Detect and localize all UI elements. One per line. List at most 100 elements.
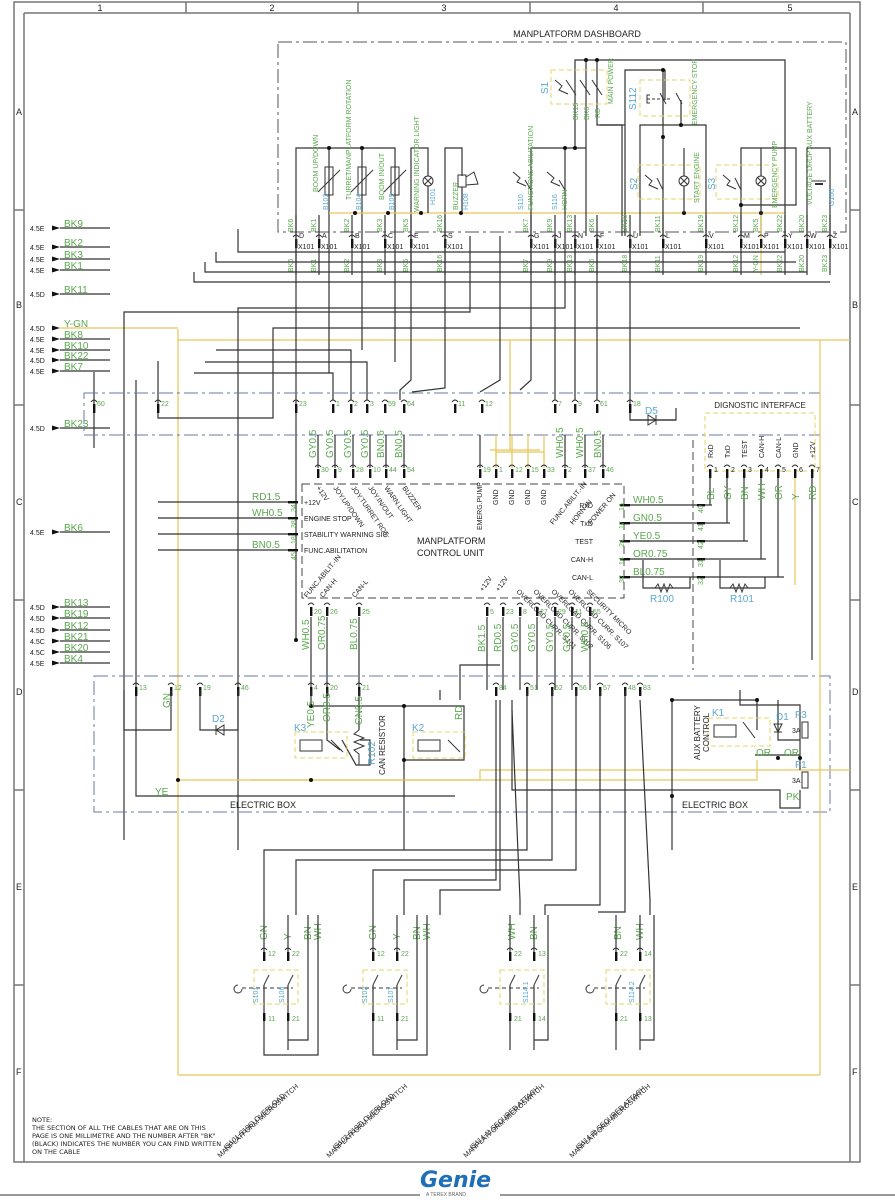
wire-name: BK13 [64,598,89,609]
junction-pin-number: 7 [558,401,562,408]
wire-spec: BK1.5 [477,624,488,652]
wire-label-bottom: BK23 [822,255,829,272]
wire-name: BK19 [64,609,89,620]
connector-pin [315,234,323,248]
wire-name: BK9 [64,219,83,230]
connector-pin [826,234,834,248]
switch-pin-number: 12 [377,951,385,958]
cu-pin [581,464,589,478]
switch-pin-number: 21 [514,1016,522,1023]
connector-name: X101 [632,244,648,251]
wire-name: BK7 [64,362,83,373]
cu-pin-number: 32 [619,575,626,583]
diag-pin-number: 4 [765,467,769,474]
wire-label-top: BK3 [377,219,384,232]
sheet-ref: 4.5E [30,369,45,376]
connector-pin [803,234,811,248]
main-power-switch-s1: S1 MAIN POWER BK13 BK6 RD [540,58,615,120]
diag-signal: +12V [810,441,817,458]
start-engine-switch-s2: S2 START ENGINE [629,148,701,213]
switch-ref: S114.1 [523,981,530,1003]
junction-pin [363,399,371,413]
switch-pin-number: 21 [292,1016,300,1023]
switch-pin [612,947,620,961]
pin-letter: S [448,233,453,240]
wire-label-bottom: BK7 [523,259,530,272]
wire-name: BK22 [64,351,89,362]
wire-label-top: BK2 [344,219,351,232]
junction-pin-number: 64 [407,401,415,408]
relay-k3: K3 YE0.5 OR0.5 [294,693,348,759]
junction-boundary [83,392,821,436]
junction-pin-number: 11 [458,401,465,408]
diag-mid-pin: 41 [698,523,705,531]
diag-wire-color: Y [791,493,802,500]
wire-label-top: BK11 [655,215,662,232]
switch-s110: FUNCTIONS ABILITATION S110 [512,126,535,210]
switch-pin [636,947,644,961]
junction-pin [347,399,355,413]
cu-pin-number: 23 [506,609,514,616]
row-label: F [852,1067,858,1077]
diag-pin-number: 7 [816,467,820,474]
sheet-ref: 4.5E [30,268,45,275]
diag-signal: CAN-L [776,437,783,458]
diag-connector-pin [740,464,748,478]
svg-text:RD: RD [595,108,602,118]
cu-pin-number: 5 [490,609,494,616]
wire-spec: WH0.5 [252,508,283,519]
wire-label-top: BK19 [698,215,705,232]
junction-pin-number: 18 [633,401,641,408]
cu-pin-number: 45 [291,552,298,560]
svg-text:FUNCTIONS ABILITATION: FUNCTIONS ABILITATION [528,126,535,210]
diag-mid-pin: 40 [698,505,705,513]
sheet-ref: 4.5C [30,650,45,657]
pin-letter: Y [788,233,793,240]
connector-pin [659,234,667,248]
wire-label-bottom: BK12 [733,255,740,272]
eb-pin-number: 13 [139,685,147,692]
connector-name: X101 [809,244,825,251]
wire-label-top: BK20 [799,215,806,232]
svg-text:GN: GN [162,693,173,708]
row-label: C [852,497,859,507]
switch-pin-number: 22 [514,951,522,958]
switch-ref: S114.2 [629,981,636,1003]
cu-signal: GND [525,489,532,505]
cable-note: NOTE: THE SECTION OF ALL THE CABLES THAT… [32,1116,222,1156]
svg-text:K2: K2 [412,723,425,734]
svg-text:F3: F3 [795,710,807,721]
eb-pin-number: 21 [362,685,370,692]
svg-text:VOLTAGE DROP AUX BATTERY: VOLTAGE DROP AUX BATTERY [807,101,814,205]
relay-k1: K1 AUX BATTERY CONTROL OR OR [693,705,799,760]
eb-pin-number: 57 [603,685,611,692]
eb-pin-number: 12 [174,685,182,692]
diag-wire-color: OR [774,485,785,500]
connector-name: X101 [533,244,549,251]
junction-pin [292,399,300,413]
pin-letter: B [355,233,360,240]
cu-pin [483,602,491,616]
diag-wire-color: GY [723,485,734,500]
switch-pin-number: 11 [377,1016,384,1023]
switch-pin-number: 21 [620,1016,628,1023]
dashboard-boundary [277,41,847,233]
svg-text:S112: S112 [628,87,639,110]
connector-name: X101 [708,244,724,251]
resistor-r101: R101 [719,560,766,605]
diag-pin-number: 1 [714,467,718,474]
sheet-ref: 4.5D [30,358,45,365]
svg-text:GN0.5: GN0.5 [354,696,365,725]
row-label: B [16,300,22,310]
switch-caption-2: MANPLATFORM MICROSWITCH [463,1083,546,1159]
